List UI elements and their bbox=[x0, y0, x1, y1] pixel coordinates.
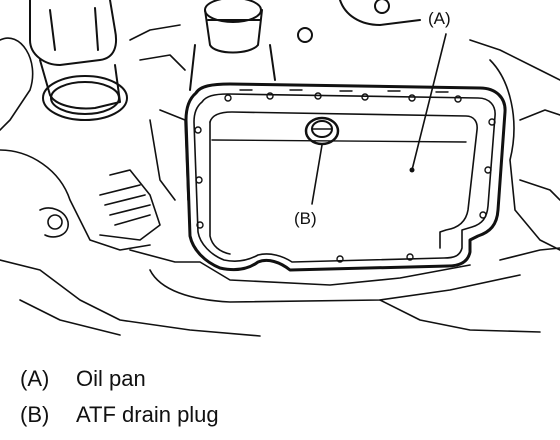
legend-item-atf-drain-plug: (B) ATF drain plug bbox=[20, 402, 540, 438]
legend-label: ATF drain plug bbox=[76, 402, 219, 427]
legend-item-oil-pan: (A) Oil pan bbox=[20, 366, 540, 402]
callout-a-dot bbox=[409, 167, 415, 173]
legend-key: (B) bbox=[20, 402, 50, 427]
callout-a-leader bbox=[411, 33, 447, 171]
legend-key: (A) bbox=[20, 366, 50, 391]
background-engine-parts bbox=[0, 24, 560, 337]
legend: (A) Oil pan (B) ATF drain plug bbox=[20, 366, 540, 438]
filler-cap bbox=[189, 0, 421, 91]
callout-b-leader bbox=[311, 144, 323, 205]
oil-pan bbox=[184, 82, 507, 272]
transmission-oil-pan-illustration: (A) (B) bbox=[0, 0, 560, 337]
callout-b-label: (B) bbox=[294, 209, 317, 228]
legend-label: Oil pan bbox=[76, 366, 146, 391]
atf-drain-plug bbox=[304, 116, 340, 146]
filler-tube bbox=[29, 0, 128, 121]
callout-a-label: (A) bbox=[428, 9, 451, 28]
